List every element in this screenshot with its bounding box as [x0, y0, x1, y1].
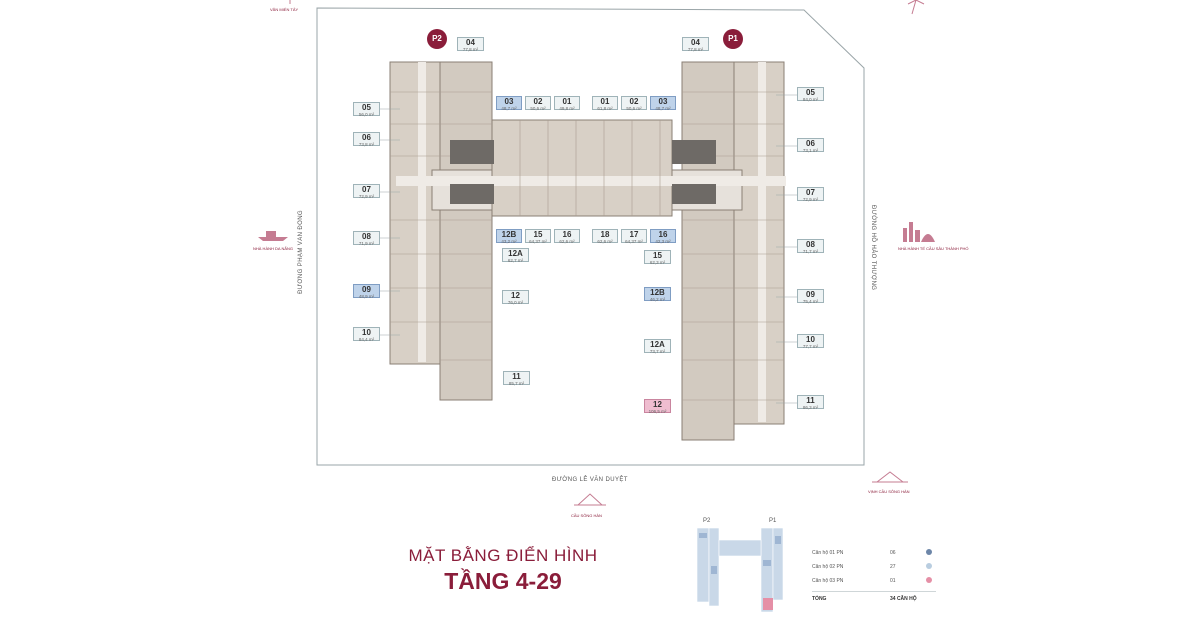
pillar-p2: P2 — [427, 29, 447, 49]
palm-icon — [907, 0, 925, 15]
pillar-p1: P1 — [723, 29, 743, 49]
legend-swatch — [926, 549, 932, 555]
legend-swatch — [926, 577, 932, 583]
legend-swatch — [926, 563, 932, 569]
mini-map-label-p1: P1 — [769, 518, 777, 524]
page-subtitle: TẦNG 4-29 — [444, 568, 562, 594]
landmark-west: NHÀ HÀNH DA NẴNG — [253, 246, 294, 251]
landmark-southeast: VỊNH CẦU SÔNG HÀN — [868, 489, 910, 494]
legend-divider — [812, 591, 936, 592]
landmark-north: VĂN MIẾN TÂY — [270, 7, 299, 12]
landmark-south: CẦU SÔNG HÀN — [571, 513, 602, 518]
bridge-icon — [872, 471, 908, 483]
legend-item: Căn hộ 03 PN 01 — [812, 574, 942, 588]
legend-item: Căn hộ 01 PN 06 — [812, 546, 942, 560]
legend-total: TỔNG 34 CĂN HỘ — [812, 596, 917, 602]
bridge-icon — [574, 493, 606, 506]
legend: Căn hộ 01 PN 06 Căn hộ 02 PN 27 Căn hộ 0… — [812, 546, 942, 606]
street-south: ĐƯỜNG LÊ VĂN DUYỆT — [552, 477, 628, 483]
landmark-east: NHÀ HÀNH TẾ CẦU SÂU THÀNH PHỐ — [898, 246, 969, 251]
legend-item: Căn hộ 02 PN 27 — [812, 560, 942, 574]
skyline-icon — [903, 222, 935, 242]
ship-icon — [258, 231, 288, 241]
page-title: MẶT BẰNG ĐIỂN HÌNH — [408, 546, 598, 565]
street-east: ĐƯỜNG HỒ HẢO THƯỢNG — [870, 205, 876, 291]
mini-map-label-p2: P2 — [703, 518, 711, 524]
